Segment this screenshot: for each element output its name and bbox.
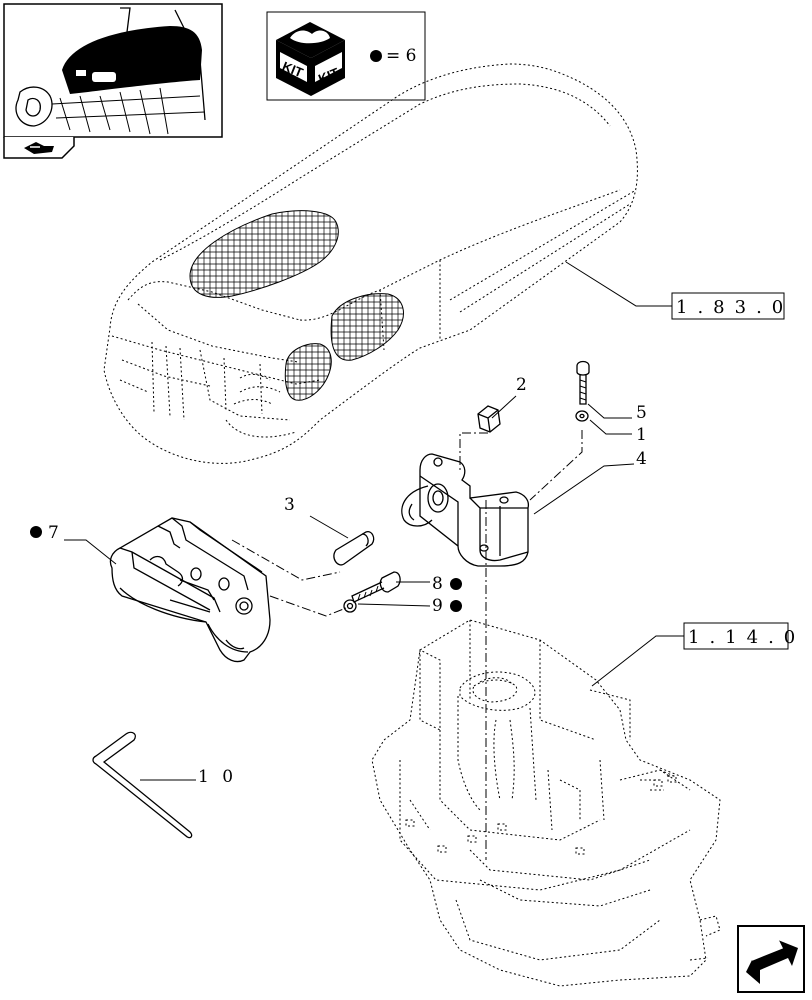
part-9-washer[interactable] [343,599,357,613]
ref-hood[interactable]: 1.83.0 [671,292,793,320]
assembly-guide-lines [231,430,583,860]
ref-frame-label: 1.14.0 [688,627,805,648]
kit-marker-icon [450,578,462,590]
callout-2: 2 [516,375,527,395]
part-8-bolt[interactable] [351,571,401,603]
callout-4: 4 [636,449,647,469]
leader-lines [64,261,684,781]
callout-3: 3 [284,495,295,515]
hood-front-grille [284,343,332,401]
part-4-bracket[interactable] [401,453,530,567]
kit-quantity: = 6 [386,46,416,66]
callout-9: 9 [432,596,443,616]
callout-5: 5 [636,403,647,423]
page-nav-icon [24,142,54,154]
hood-side-grille [330,293,404,361]
kit-marker-icon [370,50,382,62]
callout-10: 1 0 [198,767,237,787]
callout-1: 1 [636,425,647,445]
kit-label-left: KIT [280,58,305,80]
hood-top-grille [189,210,339,298]
front-frame-casting [371,619,721,987]
part-1-washer[interactable] [575,410,589,422]
arrow-next-page-icon [746,939,798,984]
kit-label-right: KIT [316,65,341,87]
part-3-pin[interactable] [333,531,375,566]
engine-hood [103,63,638,464]
kit-box-icon: KIT KIT [276,22,345,96]
ref-frame[interactable]: 1.14.0 [683,622,805,650]
ref-hood-label: 1.83.0 [676,297,793,318]
callout-8: 8 [432,574,443,594]
part-callouts: 2 5 1 4 3 7 8 9 1 0 [30,375,647,787]
kit-legend: KIT KIT = 6 [266,11,426,101]
part-7-hitch[interactable] [109,517,271,663]
next-page-button[interactable] [737,925,805,993]
part-10-hex-key[interactable] [92,731,193,839]
part-2-nut[interactable] [477,405,501,433]
kit-marker-icon [450,600,462,612]
part-5-bolt[interactable] [576,360,590,405]
kit-marker-icon [30,526,42,538]
tractor-thumbnail-panel[interactable] [3,3,223,159]
callout-7: 7 [48,523,59,543]
